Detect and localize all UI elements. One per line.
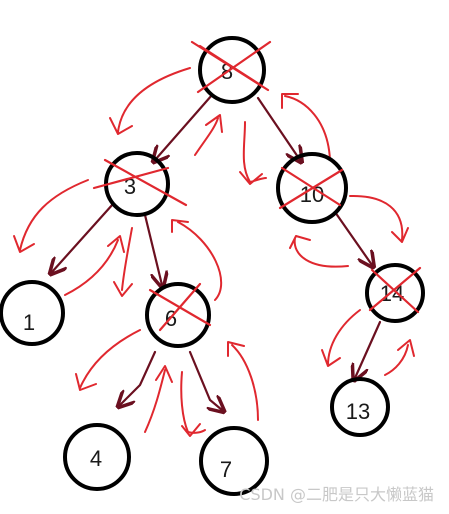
trace-6-to-7 xyxy=(180,371,206,437)
node-6-circle xyxy=(145,282,211,348)
node-8-circle xyxy=(198,36,266,104)
edge-6-7 xyxy=(188,350,222,410)
node-4-circle xyxy=(63,423,131,491)
trace-7-up-6 xyxy=(227,341,259,421)
trace-10-to-14 xyxy=(349,194,409,243)
node-3-circle xyxy=(104,151,170,217)
edge-14-13 xyxy=(355,320,382,378)
trace-3-to-1 xyxy=(13,179,89,253)
node-8-cross xyxy=(190,40,272,94)
trace-6-to-4 xyxy=(75,329,141,391)
node-10-cross xyxy=(278,166,344,210)
trace-1-up-3 xyxy=(64,235,125,296)
trace-8-to-10 xyxy=(239,121,267,185)
trace-13-up-14 xyxy=(384,339,415,376)
trace-14-to-13 xyxy=(321,309,361,367)
node-7-circle xyxy=(199,426,269,496)
trace-3-up-8 xyxy=(194,114,223,156)
trace-6-up-3 xyxy=(171,219,223,301)
node-14-cross xyxy=(368,266,422,314)
node-3-label: 3 xyxy=(124,174,136,199)
trace-8-to-3 xyxy=(109,67,191,135)
tree-nodes xyxy=(0,36,425,496)
trace-10-up-8 xyxy=(281,93,331,161)
tree-edges xyxy=(52,93,382,410)
traversal-arrows xyxy=(13,67,415,437)
cross-marks xyxy=(92,40,422,332)
edge-3-1 xyxy=(52,202,115,272)
watermark: CSDN @二肥是只大懒蓝猫 xyxy=(239,485,434,504)
node-3-cross xyxy=(92,158,188,207)
edge-3-6 xyxy=(143,213,162,285)
node-7-label: 7 xyxy=(220,457,232,482)
node-14-circle xyxy=(365,263,425,323)
edge-6-4 xyxy=(120,350,157,405)
node-1-circle xyxy=(0,280,65,346)
trace-4-up-6 xyxy=(144,365,173,433)
node-10-circle xyxy=(276,152,348,224)
node-1-label: 1 xyxy=(23,310,35,335)
node-4-label: 4 xyxy=(90,446,102,471)
edge-8-3 xyxy=(155,93,214,160)
node-labels: 8 3 10 1 6 14 4 7 13 xyxy=(23,59,404,482)
trace-14-up-10 xyxy=(289,235,349,268)
node-13-label: 13 xyxy=(346,399,370,424)
trace-3-to-6 xyxy=(113,227,133,297)
edge-8-10 xyxy=(256,96,300,160)
node-13-circle xyxy=(330,377,390,437)
edge-10-14 xyxy=(333,210,372,265)
node-6-cross xyxy=(148,282,212,332)
